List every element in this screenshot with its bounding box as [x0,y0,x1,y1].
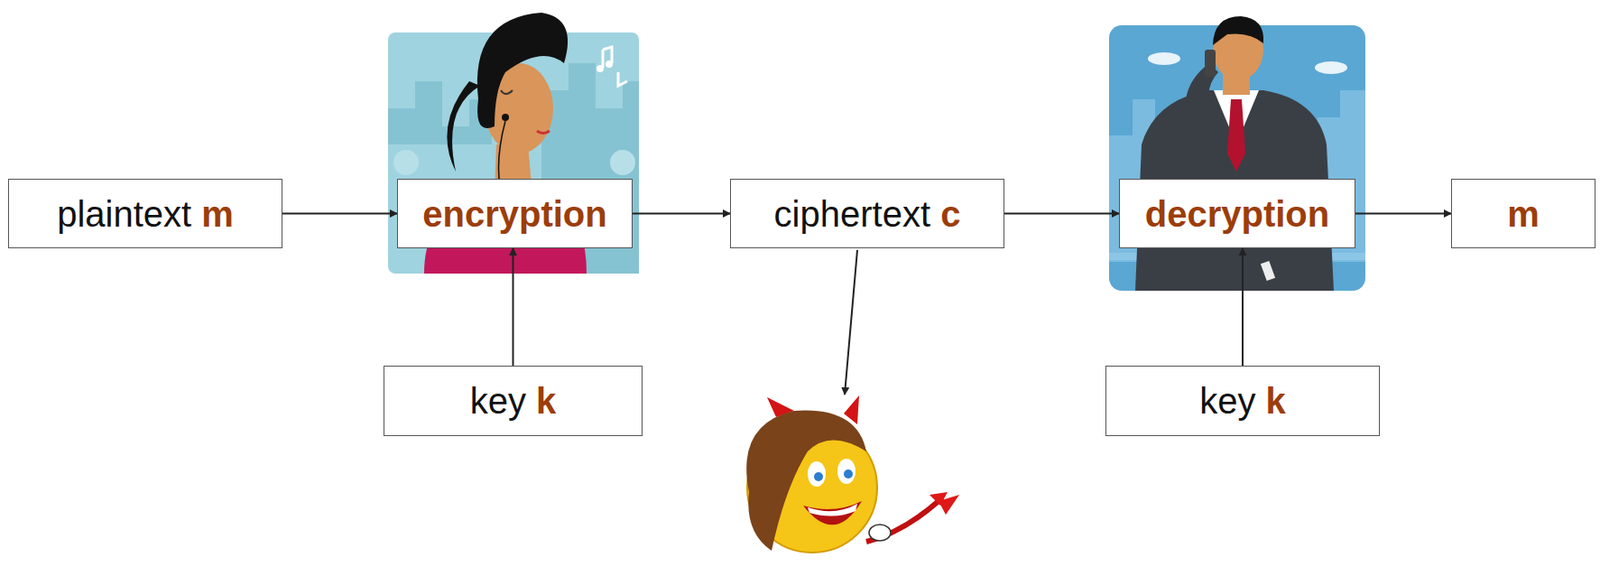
node-label: encryption [422,194,607,234]
leak-arrow [844,249,858,395]
eavesdropper-illustration [746,395,960,553]
flow-arrow [632,212,731,215]
flow-arrow [1004,212,1120,215]
key-box: key k [1105,365,1380,436]
node-label: m [1507,194,1540,234]
output-box: m [1451,178,1596,249]
key-box: key k [383,365,643,436]
process-box: encryption [397,178,633,249]
sender-illustration [388,12,639,274]
receiver-illustration [1109,16,1366,291]
node-label: key k [1199,380,1286,421]
process-box: decryption [1119,178,1356,249]
node-label: key k [470,380,557,421]
plaintext-box: plaintext m [8,178,283,249]
ciphertext-box: ciphertext c [730,178,1005,249]
flow-arrow [282,212,398,215]
node-label: ciphertext c [774,194,962,234]
flow-arrow [512,248,515,366]
node-label: plaintext m [56,194,234,234]
node-label: decryption [1145,194,1330,234]
flow-arrow [1241,248,1244,366]
flow-arrow [1355,212,1452,215]
